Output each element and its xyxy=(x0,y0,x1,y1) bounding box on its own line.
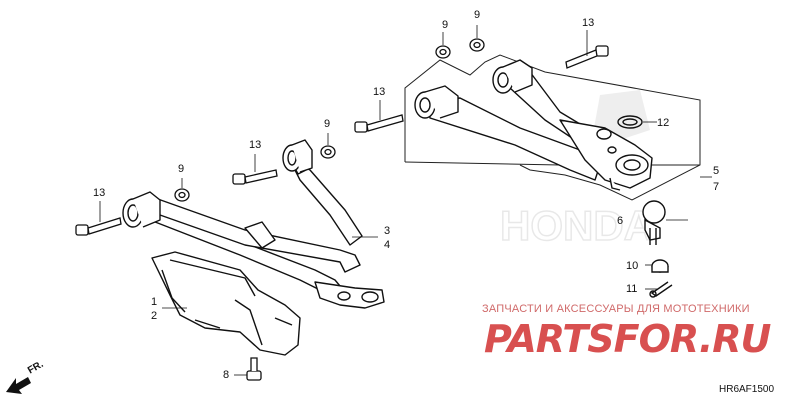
callout-12: 12 xyxy=(657,117,670,129)
cotter-pin-11 xyxy=(649,281,673,298)
callout-7: 7 xyxy=(713,181,720,193)
svg-text:HONDA: HONDA xyxy=(500,202,654,249)
leader-lines xyxy=(99,25,712,376)
callout-13-b: 13 xyxy=(373,86,386,98)
watermark-logo: PARTSFOR.RU xyxy=(484,317,771,361)
castle-nut-10 xyxy=(651,259,669,273)
callout-13-d: 13 xyxy=(93,187,106,199)
skid-plate xyxy=(151,251,301,356)
watermark-text: ЗАПЧАСТИ И АКСЕССУАРЫ ДЛЯ МОТОТЕХНИКИ xyxy=(482,303,750,315)
callout-4: 4 xyxy=(384,239,391,251)
callout-13-a: 13 xyxy=(582,17,595,29)
circlip-12 xyxy=(617,115,643,129)
front-direction-arrow-icon xyxy=(6,377,31,394)
upper-arm xyxy=(414,59,653,191)
callout-10: 10 xyxy=(626,260,639,272)
upper-arm-group-box xyxy=(404,54,701,201)
ball-joint-6 xyxy=(642,200,666,245)
callout-8: 8 xyxy=(223,369,230,381)
lower-arm xyxy=(122,139,385,309)
callout-9-a: 9 xyxy=(442,19,449,31)
callout-9-c: 9 xyxy=(324,118,331,130)
callout-5: 5 xyxy=(713,165,720,177)
callout-11: 11 xyxy=(626,283,638,295)
bolts-13 xyxy=(75,45,609,236)
callout-3: 3 xyxy=(384,225,391,237)
bolt-8 xyxy=(246,357,262,381)
nuts-9 xyxy=(174,38,485,202)
callout-1: 1 xyxy=(151,296,158,308)
callout-9-d: 9 xyxy=(178,163,185,175)
diagram-code: HR6AF1500 xyxy=(719,384,775,395)
callout-6: 6 xyxy=(617,215,624,227)
callout-13-c: 13 xyxy=(249,139,262,151)
callout-2: 2 xyxy=(151,310,158,322)
callout-9-b: 9 xyxy=(474,9,481,21)
